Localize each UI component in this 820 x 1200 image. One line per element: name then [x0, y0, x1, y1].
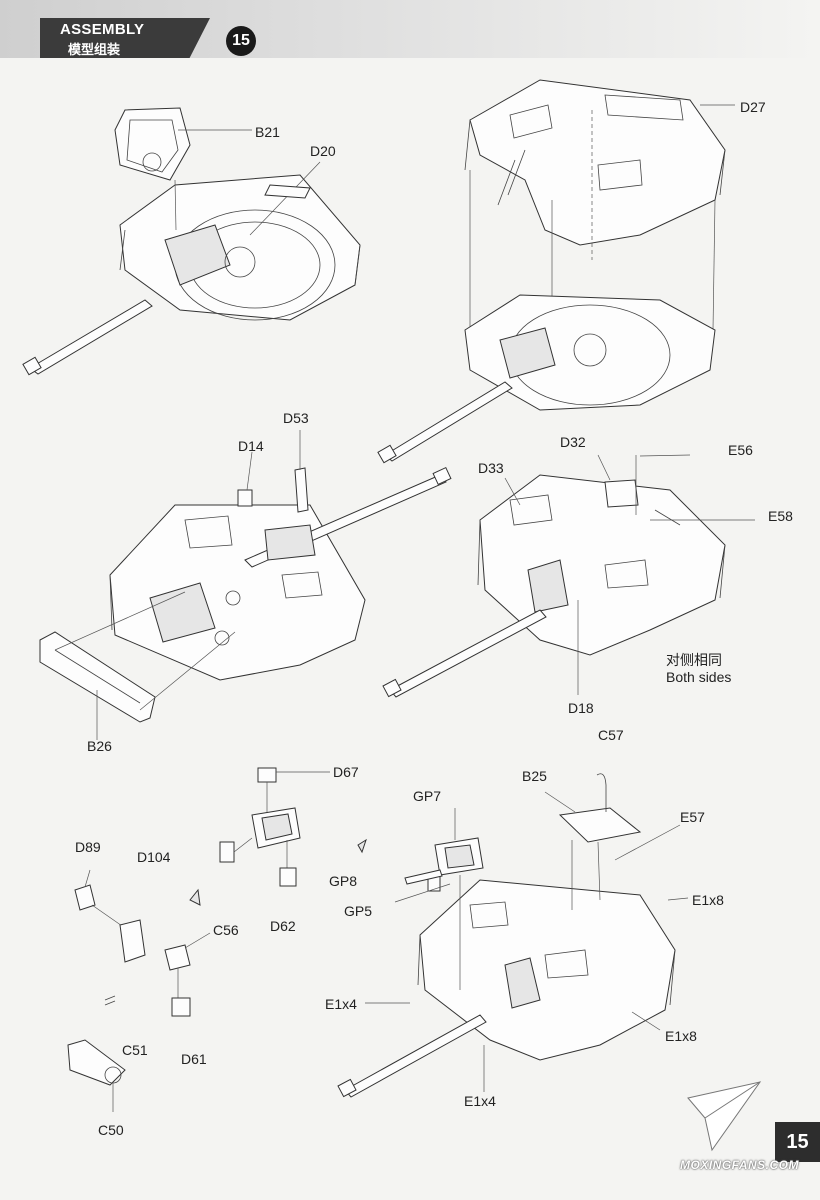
label-b21: B21: [255, 124, 280, 140]
label-gp5: GP5: [344, 903, 373, 919]
both-sides-note: 对侧相同 Both sides: [666, 652, 731, 686]
label-e1x8-lower: E1x8: [665, 1028, 697, 1044]
label-d32: D32: [560, 434, 586, 450]
label-c50: C50: [98, 1122, 124, 1138]
page-header: ASSEMBLY 模型组装 15: [0, 0, 820, 58]
label-c56: C56: [213, 922, 239, 938]
label-gp7: GP7: [413, 788, 442, 804]
label-d53: D53: [283, 410, 309, 426]
label-e1x4-bottom: E1x4: [464, 1093, 496, 1109]
label-d67: D67: [333, 764, 359, 780]
label-b25: B25: [522, 768, 547, 784]
both-sides-cn: 对侧相同: [666, 652, 722, 668]
label-d27: D27: [740, 99, 766, 115]
diagram-small-parts-left: [67, 869, 211, 1112]
label-e58: E58: [768, 508, 793, 524]
step-number-badge: 15: [226, 26, 256, 56]
label-b26: B26: [87, 738, 112, 754]
label-c51: C51: [122, 1042, 148, 1058]
label-c57: C57: [598, 727, 624, 743]
watermark-plane-icon: [687, 1081, 762, 1152]
section-tab: ASSEMBLY 模型组装: [40, 18, 210, 58]
diagram-small-parts-top: [189, 767, 367, 906]
label-d104: D104: [137, 849, 171, 865]
label-e57: E57: [680, 809, 705, 825]
label-d89: D89: [75, 839, 101, 855]
label-d62: D62: [270, 918, 296, 934]
label-e1x4-left: E1x4: [325, 996, 357, 1012]
diagram-hull-final: [337, 773, 689, 1098]
label-d20: D20: [310, 143, 336, 159]
label-e56: E56: [728, 442, 753, 458]
diagram-upper-hull-d27: [377, 79, 735, 464]
label-d61: D61: [181, 1051, 207, 1067]
diagram-hull-b26: [39, 430, 452, 740]
label-e1x8-upper: E1x8: [692, 892, 724, 908]
page-number: 15: [775, 1122, 820, 1162]
section-title-en: ASSEMBLY: [60, 21, 145, 38]
label-d18: D18: [568, 700, 594, 716]
both-sides-en: Both sides: [666, 669, 732, 685]
watermark-text: MOXINGFANS.COM: [680, 1158, 800, 1172]
label-d14: D14: [238, 438, 264, 454]
diagram-turret-base-left: [22, 107, 361, 376]
diagram-hull-right: [382, 454, 755, 698]
label-gp8: GP8: [329, 873, 358, 889]
section-title-cn: 模型组装: [68, 42, 121, 57]
label-d33: D33: [478, 460, 504, 476]
